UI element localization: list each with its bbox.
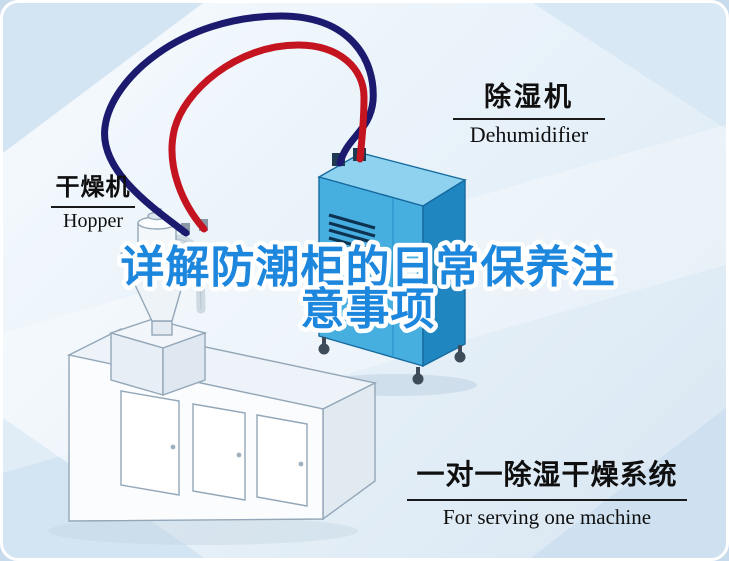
extruder-door-panel [120,390,180,496]
dehumidifier-side-face [422,178,466,368]
control-panel [400,257,418,290]
main-title-line1: 详解防潮柜的日常保养注 [121,243,616,292]
vent-grille [328,213,376,283]
door-handle [170,444,176,450]
supply-hose-red [168,41,368,233]
hopper-pedestal-side [162,332,206,396]
system-label-divider [407,499,687,501]
return-hose-blue [101,12,377,237]
extruder-door-panel [256,414,308,507]
main-title: 详解防潮柜的日常保养注 意事项 [116,239,619,339]
dehumidifier-label-zh: 除湿机 [484,82,574,112]
dehumidifier-label: 除湿机 Dehumidifier [451,75,607,148]
door-handle [236,452,242,458]
system-label: 一对一除湿干燥系统 For serving one machine [401,453,693,530]
hoses [101,12,377,237]
hopper-illustration [108,208,208,396]
hopper-label: 干燥机 Hopper [49,167,137,233]
hopper-label-divider [51,206,135,208]
system-label-en: For serving one machine [442,505,652,529]
door-handle [298,461,304,467]
hopper-side-pipe-outline [175,238,202,310]
dehumidifier-label-en: Dehumidifier [469,122,589,147]
system-label-zh: 一对一除湿干燥系统 [416,459,678,490]
main-title-line2: 意事项 [301,285,436,334]
hopper-bottom-tube [151,320,173,336]
hopper-label-zh: 干燥机 [55,174,131,201]
hopper-label-en: Hopper [63,210,123,232]
dehumidifier-illustration [317,148,467,385]
dehumidifier-label-divider [453,118,605,120]
caster-wheels [318,337,466,385]
extruder-door-panel [192,403,246,501]
system-diagram: 详解防潮柜的日常保养注 意事项 [3,3,726,558]
